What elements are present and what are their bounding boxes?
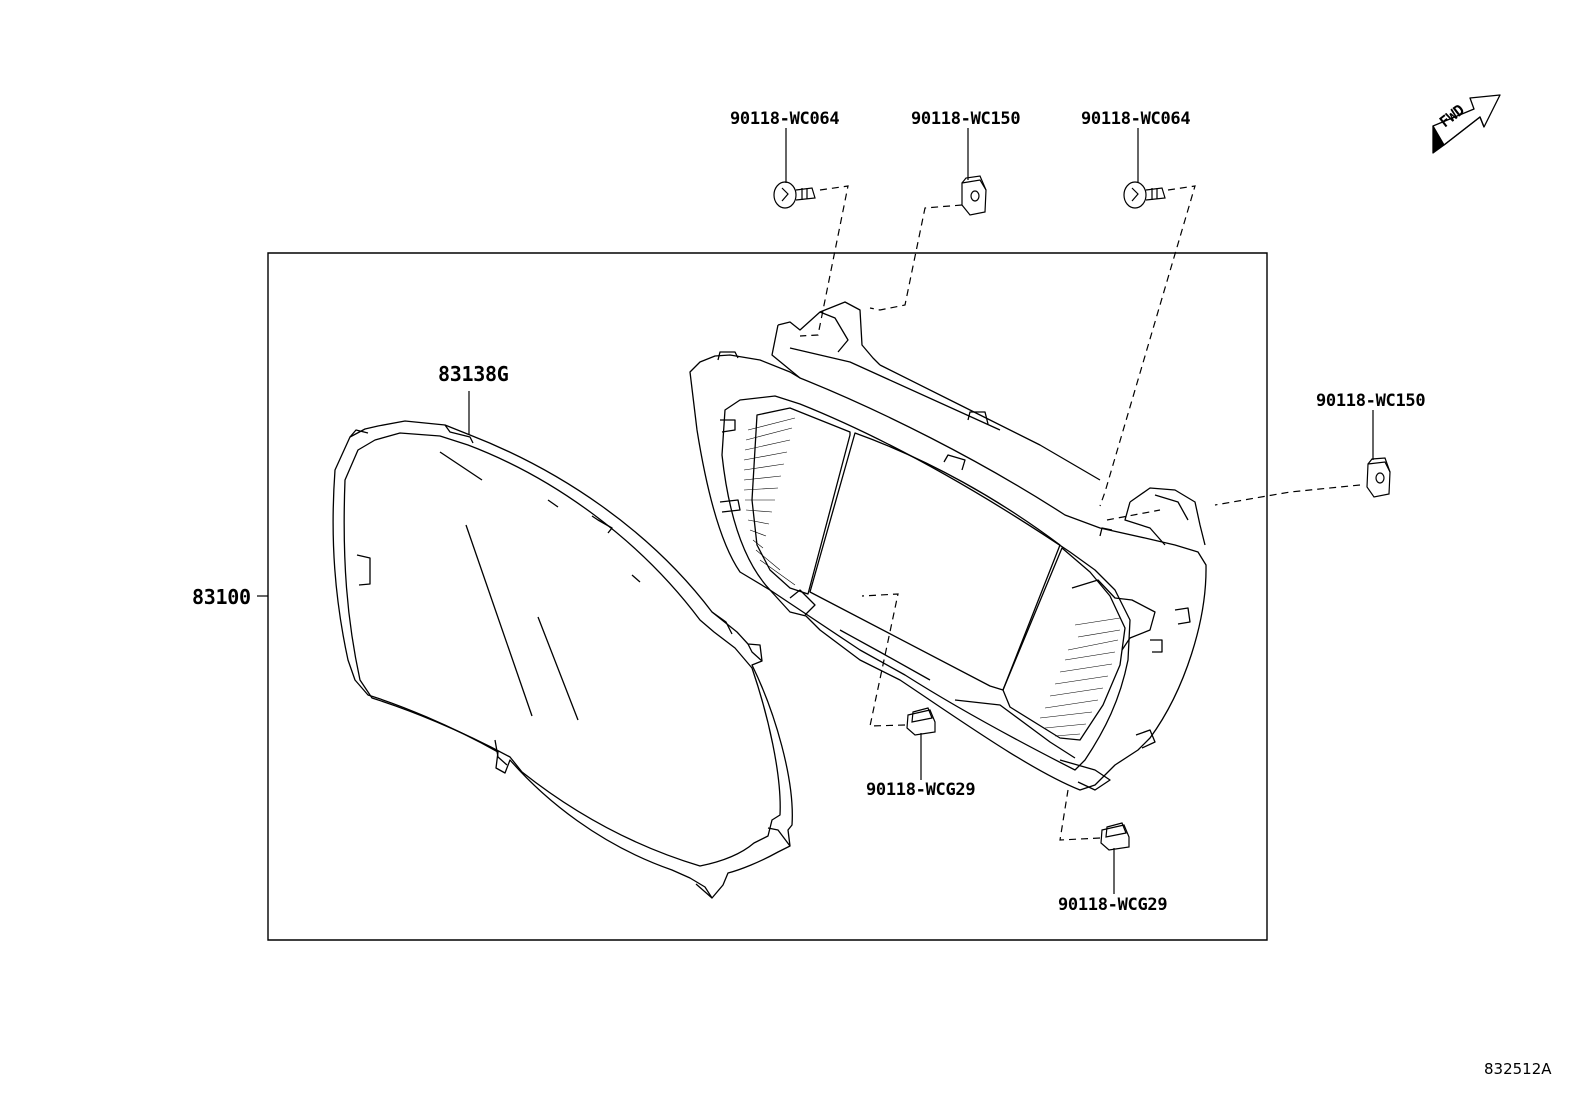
clip-right-part <box>1367 458 1390 497</box>
label-lens: 83138G <box>438 362 509 386</box>
clip-bottom1-part <box>907 708 935 735</box>
screen-hatching <box>744 418 1120 736</box>
label-clip-bottom-1: 90118-WCG29 <box>866 780 976 800</box>
screw-left-part <box>774 182 815 208</box>
meter-housing-part <box>690 302 1206 790</box>
label-clip-top: 90118-WC150 <box>911 109 1021 129</box>
fwd-arrow-icon <box>1433 95 1500 153</box>
label-clip-bottom-2: 90118-WCG29 <box>1058 895 1168 915</box>
label-clip-right: 90118-WC150 <box>1316 391 1426 411</box>
label-screw-left: 90118-WC064 <box>730 109 840 129</box>
label-screw-right: 90118-WC064 <box>1081 109 1191 129</box>
clip-bottom2-part <box>1101 823 1129 850</box>
label-meter-assembly: 83100 <box>192 585 251 609</box>
diagram-ref: 832512A <box>1484 1060 1552 1078</box>
dashed-assembly-lines <box>800 186 1360 840</box>
fastener-leaders <box>786 128 1373 894</box>
lens-part <box>333 421 792 898</box>
screw-right-part <box>1124 182 1165 208</box>
clip-top-part <box>962 176 986 215</box>
